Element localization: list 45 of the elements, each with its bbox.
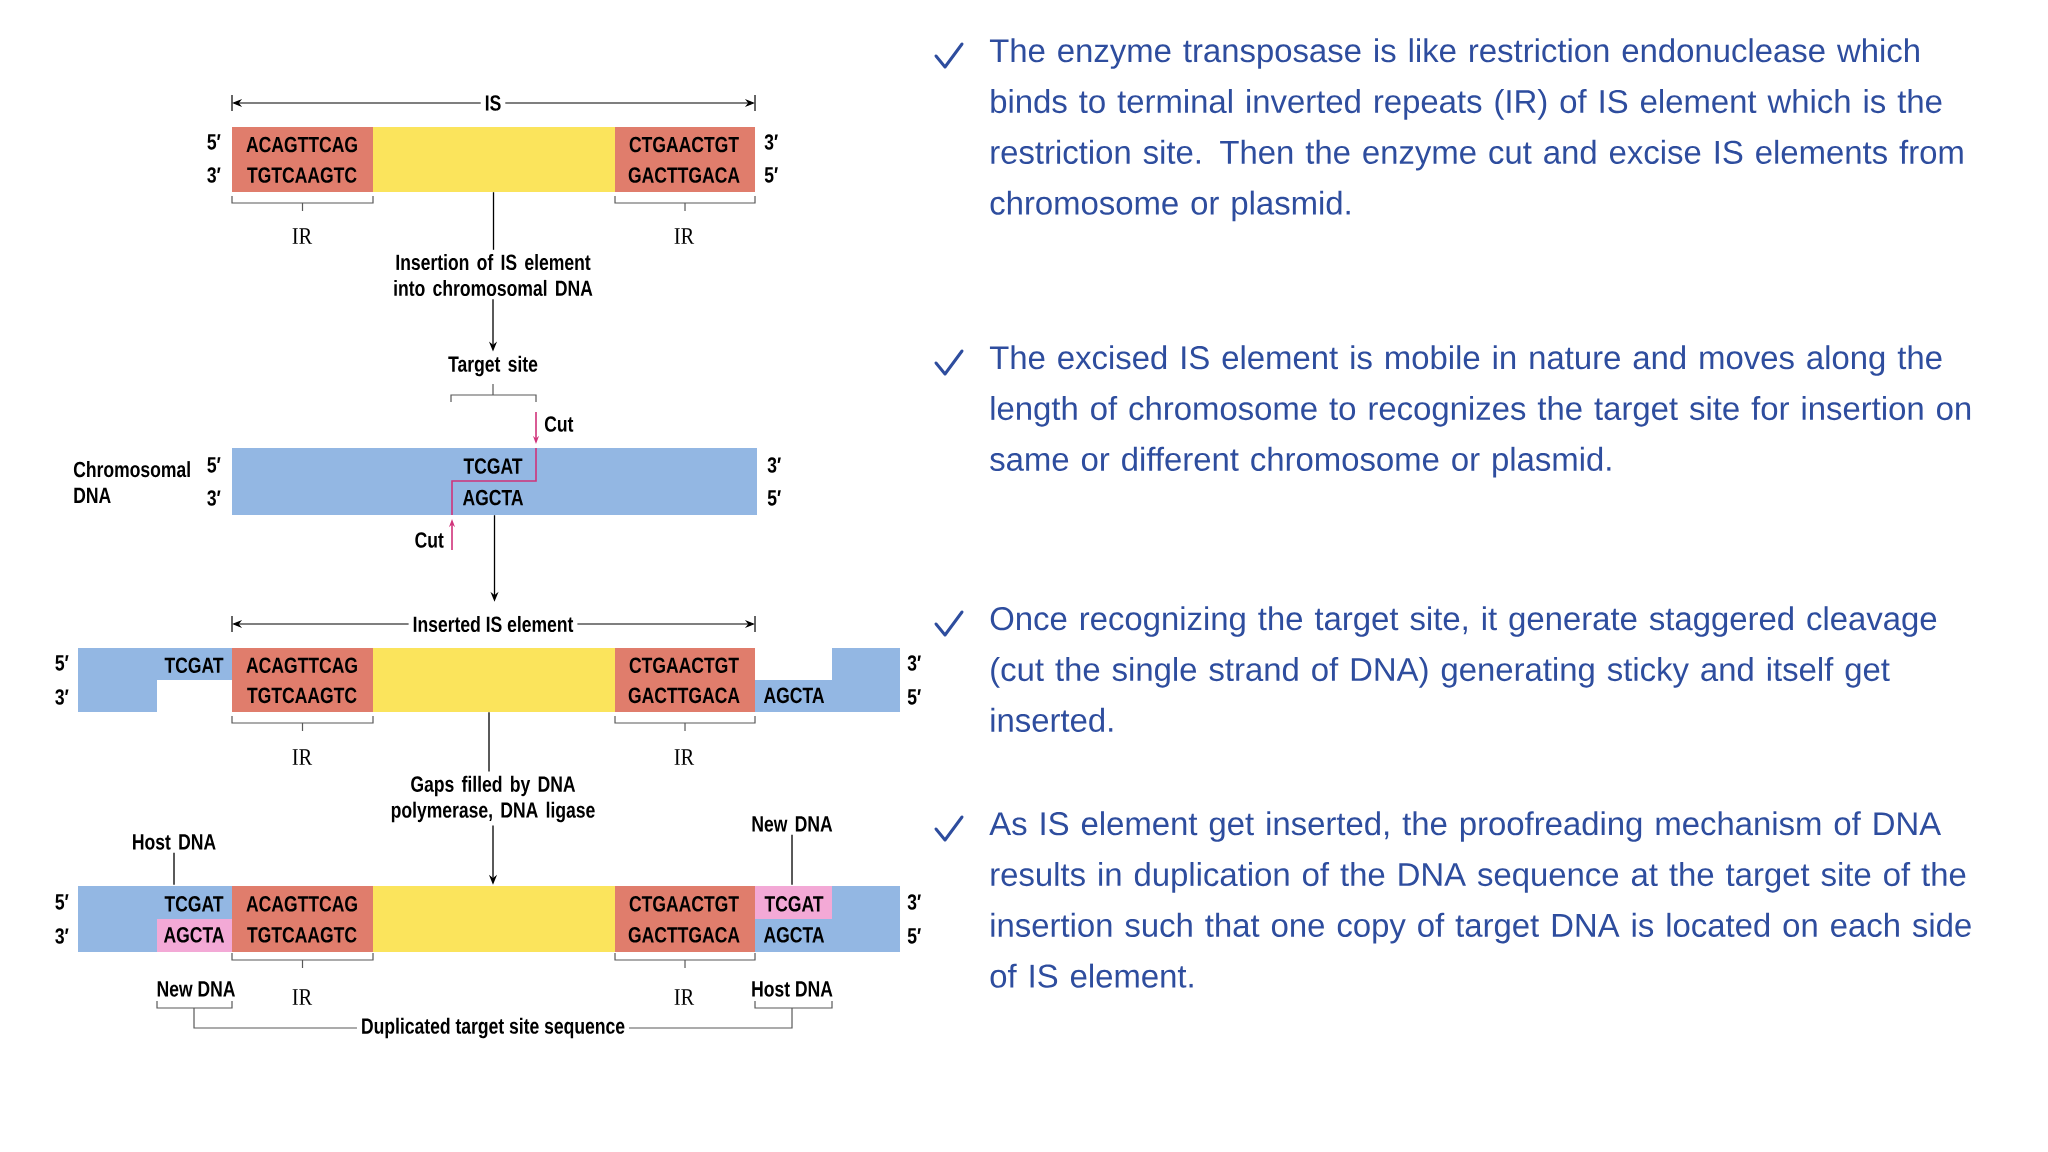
region-label: IR [292, 989, 313, 1005]
node-label: GACTTGACA [628, 167, 740, 183]
node-label: ACAGTTCAG [246, 896, 357, 912]
step-label: Host DNA [133, 834, 216, 850]
node-label: CTGAACTGT [629, 136, 739, 153]
dimension-label: Duplicated target site sequence [356, 1013, 630, 1043]
dimension-label: IS [480, 91, 506, 115]
region-label: IR [674, 749, 695, 765]
leader-line [173, 852, 175, 886]
step-label: Gaps filled by DNA polymerase, DNA ligase [391, 775, 595, 823]
leader-line [791, 834, 793, 886]
annotation-label: Chromosomal DNA [73, 461, 190, 503]
node-label: TCGAT [164, 896, 224, 912]
node-label: TCGAT [764, 896, 824, 912]
step-label: Insertion of IS element into chromosomal DNA [394, 254, 593, 296]
bullet-text: Once recognizing the target site, it generate staggered cleavage (cut the single strand of DNA) generating sticky and itself get inserted. [990, 606, 1937, 732]
node-label: CTGAACTGT [629, 896, 739, 912]
dna-band: ACAGTTCAG TGTCAAGTC CTGAACTGT GACTTGACA [232, 127, 755, 192]
region-label: IR [674, 228, 695, 244]
dna-band: TCGAT ACAGTTCAG CTGAACTGT TCGAT AGCTA TGTCAAGTC GACTTGACA AGCTA [78, 886, 900, 952]
region-label: IR [674, 989, 695, 1005]
region-label: IR [292, 228, 313, 244]
dna-band: TCGAT AGCTA [232, 448, 757, 515]
region-label: IR [292, 749, 313, 765]
node-label: AGCTA [763, 927, 825, 943]
step-label: New DNA [752, 816, 833, 832]
bullet-text: The enzyme transposase is like restriction endonuclease which binds to terminal inverted repeats (IR) of IS element which is the restriction site. Then the enzyme cut and excise IS elements from chromosome or plasmid. [989, 38, 1963, 222]
annotation-label: Host DNA [752, 981, 833, 997]
node-label: AGCTA [763, 687, 825, 704]
node-label: GACTTGACA [628, 687, 740, 704]
bullet-text: As IS element get inserted, the proofreading mechanism of DNA results in duplication of the DNA sequence at the target site of the insertion such that one copy of target DNA is located on each side of IS element. [989, 811, 1971, 988]
node-label: TGTCAAGTC [247, 167, 357, 183]
node-label: CTGAACTGT [629, 657, 739, 674]
bullet-text: The excised IS element is mobile in nature and moves along the length of chromosome to recognizes the target site for insertion on same or different chromosome or plasmid. [989, 345, 1971, 478]
node-label: TGTCAAGTC [247, 927, 357, 943]
node-label: TGTCAAGTC [247, 687, 357, 704]
node-label: GACTTGACA [628, 927, 740, 943]
dna-band: TCGAT ACAGTTCAG TGTCAAGTC CTGAACTGT GACTTGACA AGCTA [78, 648, 900, 712]
node-label: ACAGTTCAG [246, 136, 357, 153]
dimension-label: Inserted IS element [408, 611, 578, 637]
node-label: AGCTA [163, 927, 225, 943]
annotation-label: New DNA [157, 981, 235, 997]
node-label: TCGAT [164, 657, 224, 674]
node-label: ACAGTTCAG [246, 657, 357, 674]
step-label: Target site [448, 355, 538, 377]
